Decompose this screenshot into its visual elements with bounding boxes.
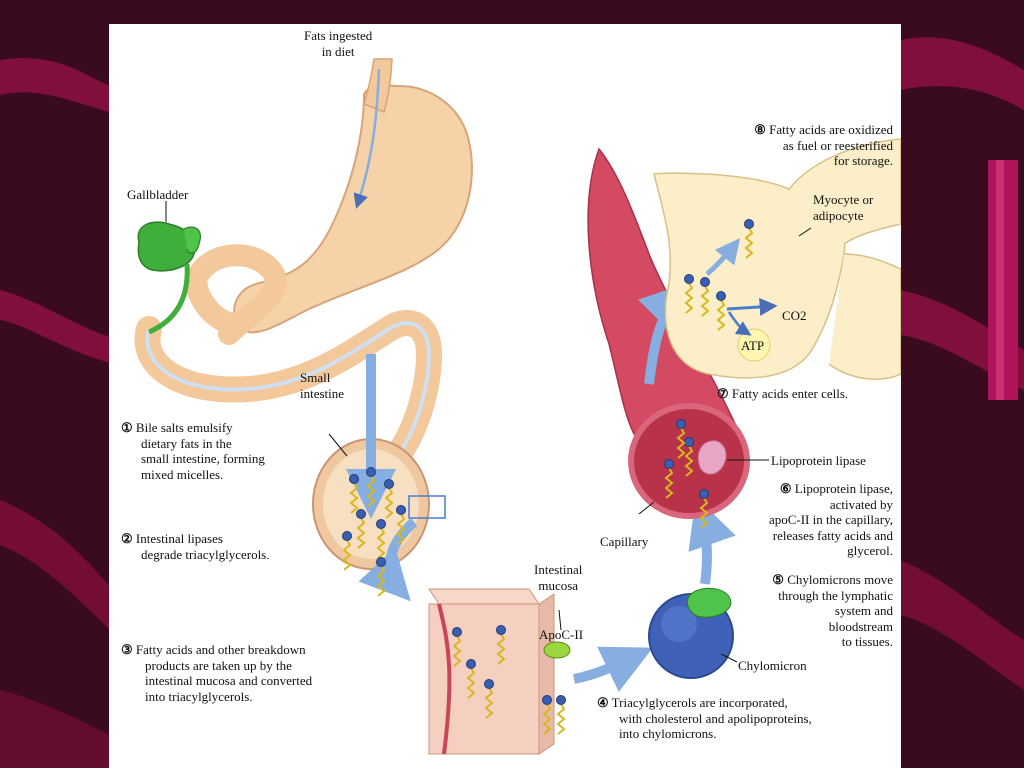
- fatty-acid-head: [384, 479, 394, 489]
- fatty-acid-head: [396, 505, 406, 515]
- label-capillary: Capillary: [600, 534, 649, 549]
- fatty-acid-head: [699, 489, 709, 499]
- fatty-acid-head: [496, 625, 506, 635]
- chylomicron: [648, 587, 738, 679]
- gallbladder: [137, 201, 201, 335]
- fatty-acid-head: [376, 557, 386, 567]
- fatty-acid-tail: [484, 687, 494, 719]
- digestion-illustration: [134, 58, 901, 755]
- fatty-acid-tail: [664, 467, 674, 499]
- fatty-acid-tail: [349, 482, 359, 514]
- fatty-acid-tail: [366, 475, 376, 507]
- fatty-acid-tail: [744, 227, 754, 259]
- fatty-acid-head: [542, 695, 552, 705]
- label-apoc2: ApoC-II: [539, 627, 584, 642]
- fatty-acid-tail: [700, 285, 710, 317]
- label-lipoprotein-lipase: Lipoprotein lipase: [771, 453, 866, 468]
- fatty-acid-tail: [676, 427, 686, 459]
- fatty-acid-tail: [684, 445, 694, 477]
- fatty-acid-tail: [699, 497, 709, 529]
- fatty-acid-tail: [716, 299, 726, 331]
- label-co2: CO2: [782, 308, 807, 323]
- fatty-acid-tail: [376, 565, 386, 597]
- fatty-acid-tail: [684, 282, 694, 314]
- fatty-acid-head: [676, 419, 686, 429]
- step-6-text: ⑥ Lipoprotein lipase, activated by apoC-…: [768, 481, 893, 558]
- fatty-acid-head: [664, 459, 674, 469]
- myocyte-cells: [653, 138, 901, 380]
- fatty-acid-tail: [396, 513, 406, 545]
- label-chylomicron: Chylomicron: [738, 658, 807, 673]
- fatty-acid-head: [684, 274, 694, 284]
- fatty-acid-tail: [376, 527, 386, 559]
- fatty-acid-head: [376, 519, 386, 529]
- fatty-acid-head: [452, 627, 462, 637]
- arrow-to-chylomicron: [572, 646, 654, 692]
- fatty-acid-tail: [556, 703, 566, 735]
- fatty-acid-head: [744, 219, 754, 229]
- fatty-acid-tail: [384, 487, 394, 519]
- fatty-acid-tail: [342, 539, 352, 571]
- arrow-to-mucosa: [358, 518, 418, 602]
- step-1-text: ① Bile salts emulsify dietary fats in th…: [121, 420, 265, 482]
- step-5-text: ⑤ Chylomicrons move through the lymphati…: [772, 572, 893, 649]
- fatty-acid-head: [342, 531, 352, 541]
- step-3-text: ③ Fatty acids and other breakdown produc…: [121, 642, 313, 704]
- fatty-acid-head: [366, 467, 376, 477]
- step-7-text: ⑦ Fatty acids enter cells.: [717, 386, 849, 401]
- fatty-acid-molecules: [342, 219, 754, 735]
- fatty-acid-head: [700, 277, 710, 287]
- step-4-text: ④ Triacylglycerols are incorporated, wit…: [597, 695, 812, 741]
- fatty-acid-head: [556, 695, 566, 705]
- fatty-acid-tail: [542, 703, 552, 735]
- fatty-acid-head: [684, 437, 694, 447]
- fatty-acid-head: [466, 659, 476, 669]
- fatty-acid-head: [484, 679, 494, 689]
- duodenum: [134, 244, 443, 467]
- fatty-acid-tail: [356, 517, 366, 549]
- fatty-acid-tail: [496, 633, 506, 665]
- fatty-acid-head: [716, 291, 726, 301]
- fatty-acid-head: [356, 509, 366, 519]
- fatty-acid-tail: [452, 635, 462, 667]
- step-2-text: ② Intestinal lipases degrade triacylglyc…: [121, 531, 270, 562]
- stomach: [233, 58, 473, 334]
- label-gallbladder: Gallbladder: [127, 187, 189, 202]
- fatty-acid-tail: [466, 667, 476, 699]
- step-8-text: ⑧ Fatty acids are oxidized as fuel or re…: [754, 122, 893, 168]
- fatty-acid-head: [349, 474, 359, 484]
- label-atp: ATP: [741, 338, 765, 353]
